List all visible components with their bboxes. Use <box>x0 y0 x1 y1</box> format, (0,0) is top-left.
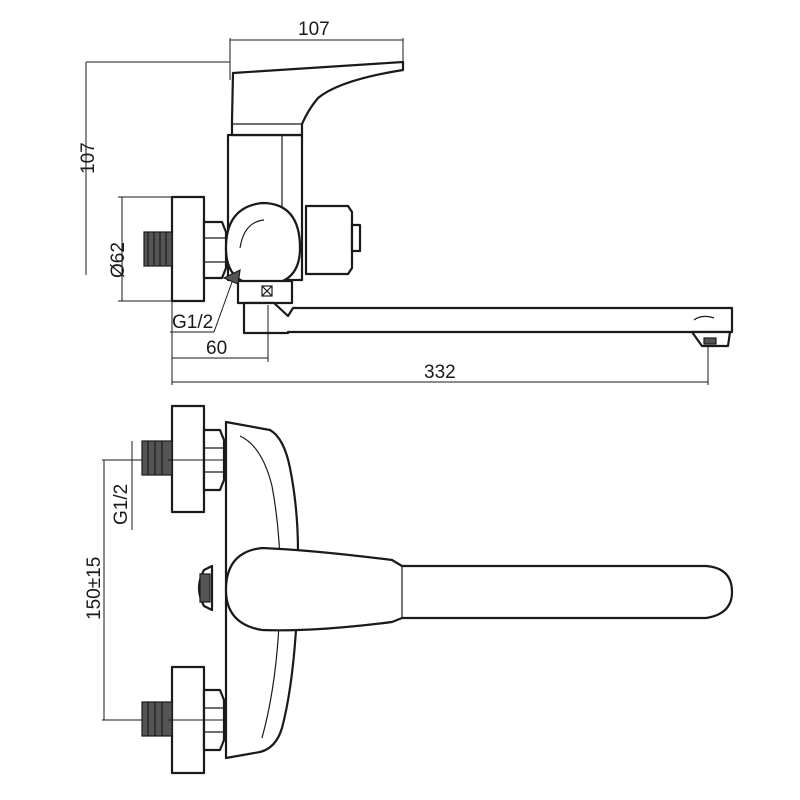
front-upper-thread <box>141 440 173 476</box>
side-threaded-inlet <box>143 231 173 267</box>
front-lower-thread <box>141 701 173 737</box>
dim-offset: 60 <box>206 338 227 359</box>
side-diverter-collar <box>236 279 294 305</box>
front-upper-flange <box>170 404 206 514</box>
dim-center-distance: 150±15 <box>84 557 105 620</box>
side-view: 107 107 Ø62 G1/2 60 332 <box>78 19 734 385</box>
dim-spout-length: 332 <box>424 362 456 383</box>
side-right-knob-cap <box>350 223 362 253</box>
dim-thread-side: G1/2 <box>172 312 213 333</box>
dim-thread-front: G1/2 <box>111 484 132 525</box>
dim-top-width: 107 <box>298 19 330 40</box>
side-right-knob <box>304 204 354 276</box>
front-view: G1/2 150±15 <box>84 404 734 775</box>
front-lever-spout <box>224 546 734 632</box>
side-spout <box>242 301 734 335</box>
side-wall-flange <box>170 195 206 303</box>
side-lever-handle <box>230 60 405 137</box>
dim-flange-diameter: Ø62 <box>108 242 129 278</box>
side-hex-nut <box>202 220 228 280</box>
dim-top-height: 107 <box>78 142 99 174</box>
